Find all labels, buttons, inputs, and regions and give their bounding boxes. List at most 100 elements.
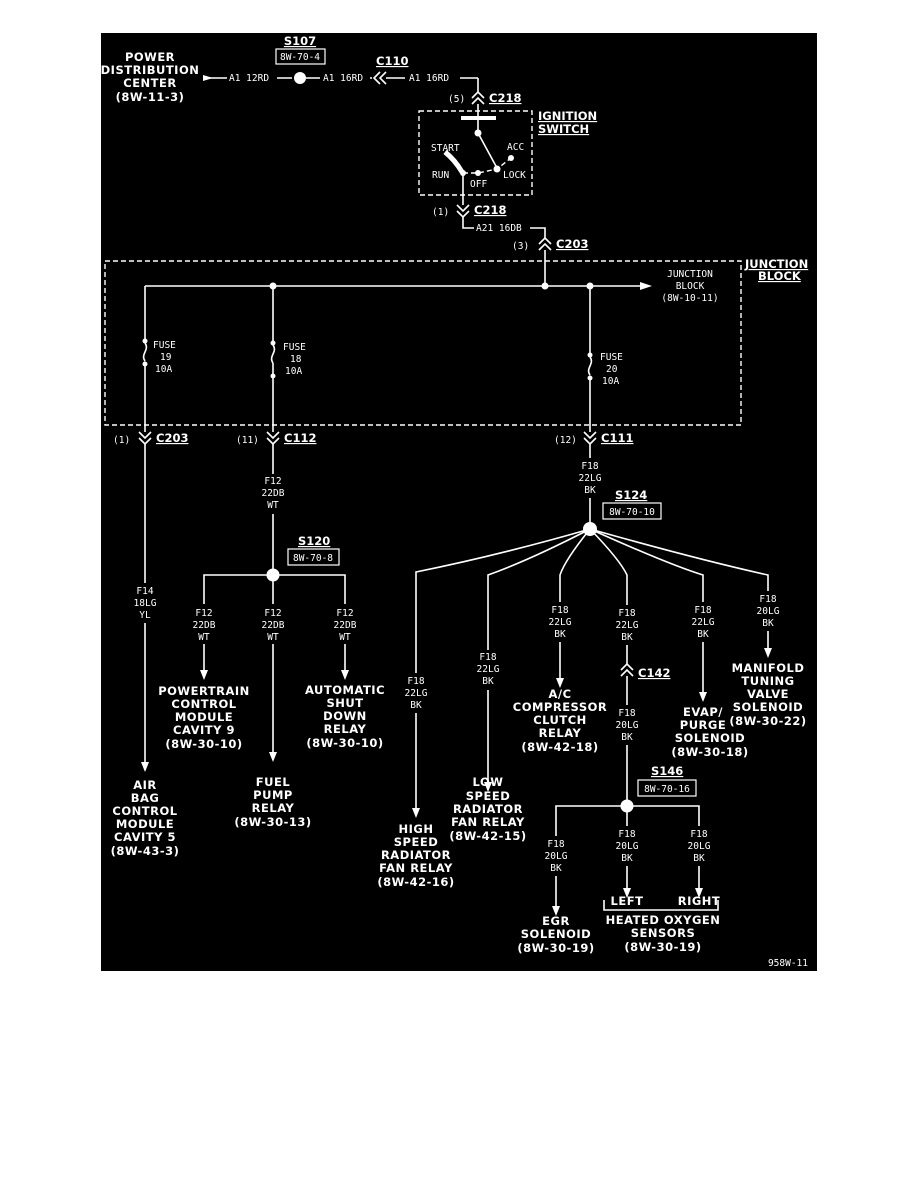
diagram-background bbox=[101, 33, 817, 971]
svg-text:22LG: 22LG bbox=[579, 473, 602, 484]
fuse-20-icon bbox=[587, 356, 593, 376]
fuse-19-label: FUSE 19 10A bbox=[153, 340, 176, 375]
svg-text:FUSE: FUSE bbox=[153, 340, 176, 351]
svg-text:LOW: LOW bbox=[473, 775, 504, 789]
left-o2-arrow-icon bbox=[623, 888, 631, 898]
svg-text:RELAY: RELAY bbox=[324, 722, 367, 736]
svg-text:SOLENOID: SOLENOID bbox=[733, 700, 803, 714]
svg-text:8W-70-10: 8W-70-10 bbox=[609, 507, 655, 518]
svg-text:20: 20 bbox=[606, 364, 618, 375]
connector-c203-top-label: C203 bbox=[556, 237, 588, 251]
wire-a1-12rd-label: A1 12RD bbox=[229, 73, 269, 84]
svg-text:BK: BK bbox=[697, 629, 709, 640]
svg-text:SOLENOID: SOLENOID bbox=[521, 927, 591, 941]
connector-c218-top-icon bbox=[471, 90, 485, 105]
ac-compressor-clutch-relay-label: A/C COMPRESSOR CLUTCH RELAY (8W-42-18) bbox=[513, 687, 607, 754]
evap-purge-solenoid-label: EVAP/ PURGE SOLENOID (8W-30-18) bbox=[671, 705, 748, 759]
svg-text:(8W-11-3): (8W-11-3) bbox=[116, 90, 185, 104]
svg-text:22LG: 22LG bbox=[692, 617, 715, 628]
svg-text:TUNING: TUNING bbox=[741, 674, 794, 688]
svg-text:DISTRIBUTION: DISTRIBUTION bbox=[101, 63, 200, 77]
fuse-18-label: FUSE 18 10A bbox=[283, 342, 306, 377]
ignition-off-label: OFF bbox=[470, 179, 487, 190]
wire-f18-low-label: F18 22LG BK bbox=[477, 652, 500, 687]
svg-text:WT: WT bbox=[267, 632, 279, 643]
connector-c218-bottom-label: C218 bbox=[474, 203, 506, 217]
wire-f12-pcm-label: F12 22DB WT bbox=[193, 608, 216, 643]
svg-text:8W-70-8: 8W-70-8 bbox=[293, 553, 333, 564]
fuse-19-icon bbox=[142, 342, 148, 362]
svg-text:20LG: 20LG bbox=[545, 851, 568, 862]
svg-text:JUNCTION: JUNCTION bbox=[744, 257, 808, 271]
svg-text:(8W-30-13): (8W-30-13) bbox=[234, 815, 311, 829]
splice-s124-label: S124 8W-70-10 bbox=[602, 488, 662, 520]
pcm-arrow-icon bbox=[200, 670, 208, 680]
svg-text:WT: WT bbox=[339, 632, 351, 643]
svg-text:(8W-42-16): (8W-42-16) bbox=[377, 875, 454, 889]
connector-c111-label: C111 bbox=[601, 431, 633, 445]
svg-text:A/C: A/C bbox=[548, 687, 571, 701]
wire-f12-fuel-label: F12 22DB WT bbox=[262, 608, 285, 643]
wire-f18-c142-top-label: F18 22LG BK bbox=[616, 608, 639, 643]
right-o2-label: RIGHT bbox=[678, 894, 721, 908]
wire-f12-main-label: F12 22DB WT bbox=[262, 476, 285, 511]
svg-text:POWER: POWER bbox=[125, 50, 175, 64]
fuel-pump-arrow-icon bbox=[269, 752, 277, 762]
svg-text:CONTROL: CONTROL bbox=[112, 804, 177, 818]
wire-f18-high-label: F18 22LG BK bbox=[405, 676, 428, 711]
svg-text:BK: BK bbox=[762, 618, 774, 629]
svg-text:F18: F18 bbox=[694, 605, 711, 616]
wire-f14-label: F14 18LG YL bbox=[134, 586, 157, 621]
svg-text:(8W-30-22): (8W-30-22) bbox=[729, 714, 806, 728]
svg-text:22LG: 22LG bbox=[549, 617, 572, 628]
ignition-start-label: START bbox=[431, 143, 460, 154]
svg-text:HEATED OXYGEN: HEATED OXYGEN bbox=[606, 913, 721, 927]
svg-text:(8W-42-15): (8W-42-15) bbox=[449, 829, 526, 843]
svg-text:F18: F18 bbox=[618, 829, 635, 840]
svg-text:CAVITY 9: CAVITY 9 bbox=[173, 723, 235, 737]
fuse-20-label: FUSE 20 10A bbox=[600, 352, 623, 387]
svg-text:BK: BK bbox=[554, 629, 566, 640]
svg-text:(8W-30-10): (8W-30-10) bbox=[306, 736, 383, 750]
connector-c110-label: C110 bbox=[376, 54, 408, 68]
asd-arrow-icon bbox=[341, 670, 349, 680]
svg-text:RELAY: RELAY bbox=[252, 801, 295, 815]
svg-text:FAN RELAY: FAN RELAY bbox=[379, 861, 453, 875]
airbag-arrow-icon bbox=[141, 762, 149, 772]
ac-relay-arrow-icon bbox=[556, 678, 564, 688]
wire-f18-manifold-label: F18 20LG BK bbox=[757, 594, 780, 629]
left-o2-label: LEFT bbox=[611, 894, 644, 908]
svg-text:AIR: AIR bbox=[133, 778, 157, 792]
connector-c112-pin: (11) bbox=[236, 435, 259, 446]
svg-text:BK: BK bbox=[482, 676, 494, 687]
svg-text:S107: S107 bbox=[284, 34, 316, 48]
svg-text:8W-70-16: 8W-70-16 bbox=[644, 784, 690, 795]
junction-block-title: JUNCTION BLOCK bbox=[744, 257, 808, 283]
svg-text:22DB: 22DB bbox=[334, 620, 357, 631]
wire-f18-left-label: F18 20LG BK bbox=[616, 829, 639, 864]
svg-text:10A: 10A bbox=[155, 364, 172, 375]
svg-text:BLOCK: BLOCK bbox=[758, 269, 802, 283]
svg-text:BK: BK bbox=[584, 485, 596, 496]
svg-text:EGR: EGR bbox=[542, 914, 570, 928]
svg-text:SPEED: SPEED bbox=[394, 835, 438, 849]
svg-text:SENSORS: SENSORS bbox=[631, 926, 695, 940]
svg-text:20LG: 20LG bbox=[757, 606, 780, 617]
svg-text:RADIATOR: RADIATOR bbox=[453, 802, 523, 816]
manifold-arrow-icon bbox=[764, 648, 772, 658]
wire-f18-c142-bottom-label: F18 20LG BK bbox=[616, 708, 639, 743]
svg-text:(8W-42-18): (8W-42-18) bbox=[521, 740, 598, 754]
svg-text:F18: F18 bbox=[551, 605, 568, 616]
svg-text:EVAP/: EVAP/ bbox=[683, 705, 723, 719]
egr-arrow-icon bbox=[552, 906, 560, 916]
svg-text:WT: WT bbox=[198, 632, 210, 643]
wire-f18-right-label: F18 20LG BK bbox=[688, 829, 711, 864]
ignition-switch-title: IGNITION SWITCH bbox=[538, 109, 597, 136]
svg-text:F18: F18 bbox=[618, 608, 635, 619]
svg-text:FUSE: FUSE bbox=[600, 352, 623, 363]
svg-text:F18: F18 bbox=[618, 708, 635, 719]
splice-s146-label: S146 8W-70-16 bbox=[637, 764, 697, 797]
wire-f18-evap-label: F18 22LG BK bbox=[692, 605, 715, 640]
diagram-id: 958W-11 bbox=[768, 958, 808, 969]
